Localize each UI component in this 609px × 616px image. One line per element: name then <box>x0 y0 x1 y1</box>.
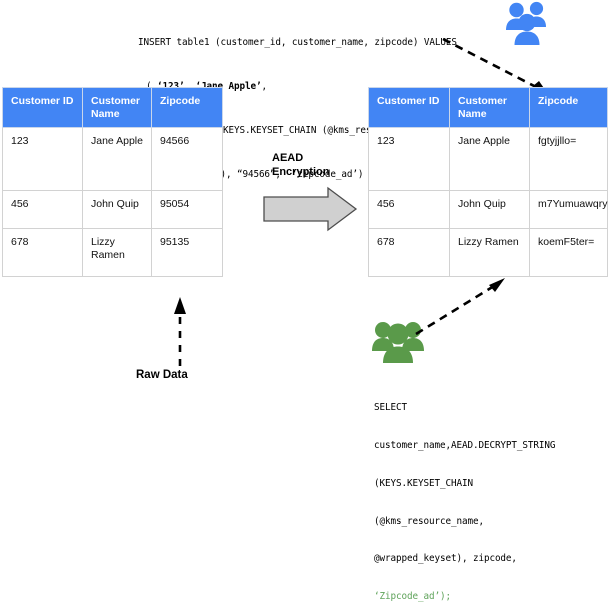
insert-sql-line-2-separator: , <box>185 81 196 92</box>
insert-sql-line-2-prefix: ( <box>146 81 157 92</box>
cell-customer-id: 123 <box>368 127 450 191</box>
cell-customer-id: 678 <box>2 228 83 277</box>
cell-zipcode: 94566 <box>151 127 223 191</box>
select-sql-line-1: SELECT <box>374 402 407 414</box>
cell-zipcode: 95054 <box>151 190 223 229</box>
cell-zipcode: m7Yumuawqry <box>529 190 608 229</box>
dashed-arrow-up-right-icon <box>412 272 520 338</box>
people-group-icon <box>503 0 549 46</box>
right-block-arrow-icon <box>262 186 358 232</box>
column-header-zipcode: Zipcode <box>151 87 223 128</box>
column-header-customer-id: Customer ID <box>368 87 450 128</box>
insert-sql-customer-name-literal: ‘Jane Apple’ <box>195 80 262 92</box>
insert-sql-line-2: ( ‘123’, ‘Jane Apple’, <box>138 80 494 95</box>
cell-customer-id: 123 <box>2 127 83 191</box>
column-header-customer-name: Customer Name <box>449 87 530 128</box>
cell-customer-id: 456 <box>368 190 450 229</box>
column-header-zipcode: Zipcode <box>529 87 608 128</box>
encrypted-table: Customer ID Customer Name Zipcode 123 Ja… <box>368 87 608 277</box>
insert-sql-customer-id-literal: ‘123’ <box>157 81 185 92</box>
plaintext-table: Customer ID Customer Name Zipcode 123 Ja… <box>2 87 223 277</box>
column-header-customer-id: Customer ID <box>2 87 83 128</box>
people-group-icon <box>371 316 425 366</box>
table-header-row: Customer ID Customer Name Zipcode <box>2 87 223 128</box>
select-sql-line-5: @wrapped_keyset), zipcode, <box>374 553 517 565</box>
raw-data-label: Raw Data <box>136 369 188 381</box>
insert-sql-line-1: INSERT table1 (customer_id, customer_nam… <box>138 37 457 49</box>
cell-customer-name: Jane Apple <box>449 127 530 191</box>
table-row: 123 Jane Apple fgtyjjllo= <box>368 127 608 191</box>
cell-customer-id: 456 <box>2 190 83 229</box>
cell-customer-id: 678 <box>368 228 450 277</box>
dashed-arrow-up-icon <box>160 296 200 368</box>
aead-encryption-label: AEAD Encryption <box>272 152 330 178</box>
cell-customer-name: Lizzy Ramen <box>82 228 152 277</box>
cell-zipcode: koemF5ter= <box>529 228 608 277</box>
table-row: 123 Jane Apple 94566 <box>2 127 223 191</box>
select-sql-line-3: (KEYS.KEYSET_CHAIN <box>374 477 473 489</box>
select-sql-line-4: (@kms_resource_name, <box>374 515 484 527</box>
cell-customer-name: John Quip <box>449 190 530 229</box>
select-sql-zipcode-ad-literal: ‘Zipcode_ad’); <box>374 591 451 603</box>
table-header-row: Customer ID Customer Name Zipcode <box>368 87 608 128</box>
select-sql-line-2: customer_name,AEAD.DECRYPT_STRING <box>374 439 556 451</box>
cell-customer-name: John Quip <box>82 190 152 229</box>
cell-customer-name: Jane Apple <box>82 127 152 191</box>
table-row: 678 Lizzy Ramen 95135 <box>2 228 223 277</box>
cell-zipcode: fgtyjjllo= <box>529 127 608 191</box>
table-row: 678 Lizzy Ramen koemF5ter= <box>368 228 608 277</box>
table-row: 456 John Quip 95054 <box>2 190 223 229</box>
cell-zipcode: 95135 <box>151 228 223 277</box>
select-sql-statement: SELECT customer_name,AEAD.DECRYPT_STRING… <box>374 377 606 616</box>
insert-sql-line-2-suffix: , <box>261 80 267 92</box>
column-header-customer-name: Customer Name <box>82 87 152 128</box>
table-row: 456 John Quip m7Yumuawqry <box>368 190 608 229</box>
cell-customer-name: Lizzy Ramen <box>449 228 530 277</box>
